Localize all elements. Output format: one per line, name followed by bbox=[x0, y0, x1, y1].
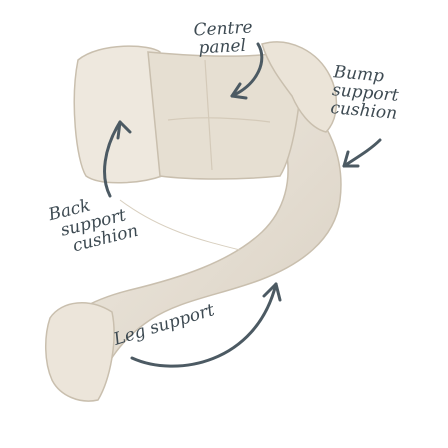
centre-panel-arrow bbox=[230, 42, 264, 98]
leg-support-arrow bbox=[130, 282, 278, 368]
bump-support-label: Bump support cushion bbox=[330, 62, 401, 124]
centre-label-line-2: panel bbox=[197, 35, 247, 59]
back-support-arrow bbox=[103, 120, 122, 198]
back-support-cushion-shape bbox=[73, 45, 163, 184]
centre-panel-label: Centre panel bbox=[193, 17, 254, 59]
bump-support-arrow bbox=[342, 138, 382, 168]
bump-support-cushion-shape bbox=[261, 41, 338, 133]
leg-support-end bbox=[44, 302, 115, 402]
centre-panel-shape bbox=[147, 51, 301, 180]
